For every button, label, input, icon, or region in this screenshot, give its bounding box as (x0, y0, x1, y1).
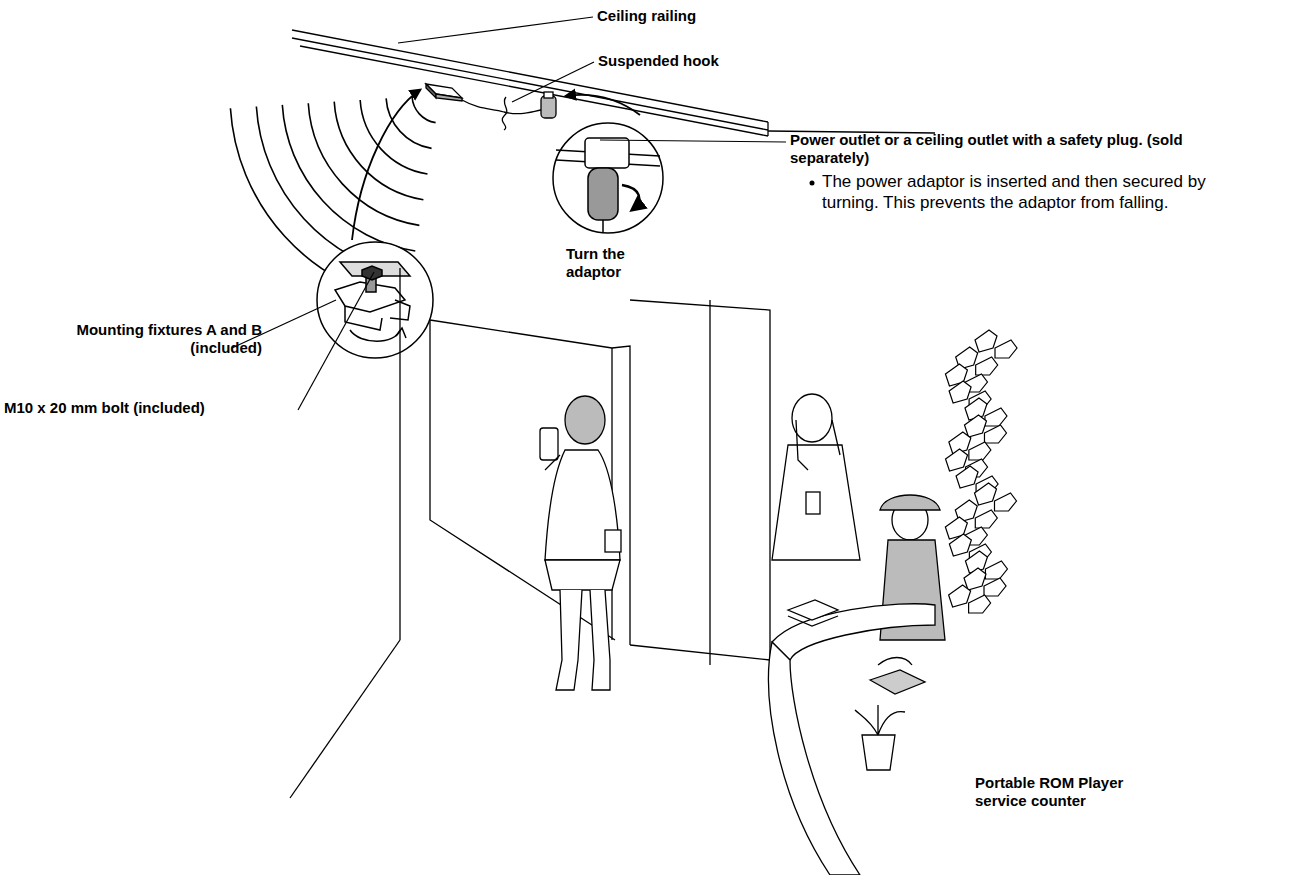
plant-leaf (985, 408, 1007, 426)
callout-label: Ceiling railing (597, 7, 797, 25)
illustration-part (767, 122, 768, 136)
illustration-part (622, 185, 639, 210)
illustration-part (398, 17, 593, 43)
counter-staff (772, 394, 945, 640)
illustration-part (426, 84, 436, 98)
illustration-part (362, 266, 382, 280)
signal-wave (230, 108, 407, 302)
illustration-part (566, 95, 640, 115)
plant-leaf (984, 425, 1006, 443)
plant-leaf (975, 510, 997, 528)
plant-leaf (974, 483, 996, 505)
plant-leaf (969, 442, 991, 460)
plant-leaf (946, 449, 968, 471)
illustration-part (772, 445, 860, 560)
illustration-part (565, 396, 605, 444)
illustration-part (855, 705, 905, 735)
plant-leaf (949, 381, 971, 403)
illustration-part (588, 168, 618, 220)
illustration-part (545, 560, 620, 590)
illustration-part (602, 220, 604, 232)
illustration-part (298, 272, 374, 410)
signal-wave (282, 105, 415, 251)
illustration-part (709, 300, 710, 665)
callout-label: Mounting fixtures A and B (included) (30, 321, 262, 358)
illustration-part (832, 420, 840, 455)
callout-label: The power adaptor is inserted and then s… (822, 172, 1252, 213)
callout-label: M10 x 20 mm bolt (included) (4, 399, 304, 417)
illustration-part (862, 735, 895, 770)
illustration-part (792, 394, 832, 442)
illustration-part (585, 138, 629, 168)
plant-leaf (984, 578, 1006, 596)
power-adaptor (541, 92, 556, 118)
illustration-part (545, 455, 560, 470)
illustration-part (630, 300, 770, 660)
plant-leaf (964, 415, 986, 437)
callout-label: Power outlet or a ceiling outlet with a … (790, 131, 1260, 168)
illustration-part (317, 242, 433, 358)
decorative-plant (945, 330, 1017, 613)
illustration-part (350, 330, 400, 341)
illustration-part (399, 268, 400, 640)
suspended-hook (462, 97, 541, 130)
illustration-part (556, 590, 582, 690)
illustration-part (880, 495, 940, 510)
visitor-figure (540, 396, 621, 690)
callout-label: Portable ROM Player service counter (975, 774, 1165, 811)
illustration-part (541, 96, 556, 118)
illustration-part (600, 140, 786, 142)
plant-leaf (994, 493, 1016, 511)
illustration-part (462, 100, 541, 114)
signal-wave (334, 102, 423, 200)
plant-leaf (949, 534, 971, 556)
illustration-part (806, 492, 820, 514)
plant-leaf (956, 466, 978, 488)
service-counter (769, 600, 935, 875)
plant-leaf (949, 585, 971, 607)
wall-and-doorway (290, 268, 770, 798)
illustration-part (788, 616, 838, 626)
illustration-part (796, 420, 808, 470)
illustration-part (436, 94, 462, 101)
plant-leaf (976, 357, 998, 375)
plant-leaf (995, 340, 1017, 358)
illustration-part (345, 306, 382, 330)
ceiling-railing (292, 30, 935, 136)
leader-lines (232, 17, 786, 410)
bullet-dot (810, 181, 815, 186)
illustration-part (292, 30, 768, 122)
plant-leaf (985, 561, 1007, 579)
illustration-part (396, 328, 406, 338)
illustration-part (540, 428, 558, 460)
callout-arrows (352, 90, 640, 240)
callout-label: Suspended hook (598, 52, 798, 70)
signal-wave (308, 103, 419, 225)
illustration-part (352, 90, 420, 240)
illustration-part (612, 346, 630, 645)
plant-leaf (964, 568, 986, 590)
illustration-part (512, 62, 594, 102)
illustration-part (605, 530, 621, 552)
plant-leaf (975, 330, 997, 352)
illustration-part (870, 670, 925, 694)
illustration-part (544, 92, 553, 98)
illustration-part (788, 600, 838, 620)
transmitter-unit (426, 84, 462, 101)
illustration-part (878, 658, 912, 666)
illustration-part (630, 645, 770, 660)
illustration-part (545, 450, 620, 560)
signal-wave (412, 97, 436, 123)
illustration-part (502, 97, 507, 130)
illustration-part (430, 320, 612, 348)
signal-wave (386, 98, 431, 148)
mounting-detail (317, 242, 433, 358)
plant-leaf (969, 595, 991, 613)
illustration-part (769, 642, 860, 875)
illustration-part (290, 640, 400, 798)
callout-label: Turn the adaptor (566, 245, 641, 282)
illustration-part (590, 590, 610, 690)
